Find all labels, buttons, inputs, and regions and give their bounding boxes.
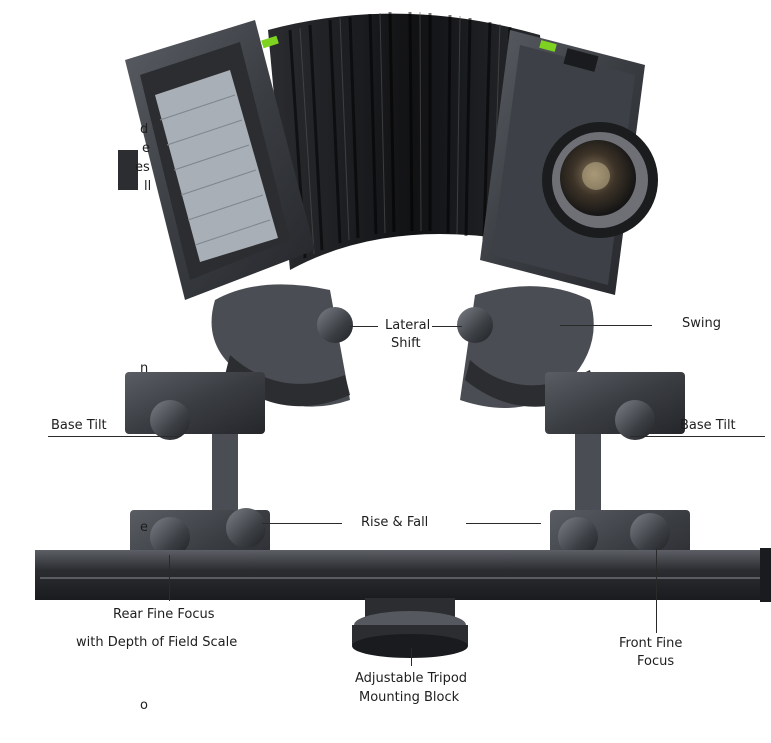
- front-standard: [480, 30, 658, 295]
- tripod-block: [352, 598, 468, 658]
- rise-fall-leader-left: [262, 523, 342, 524]
- label-tripod-1: Adjustable Tripod: [355, 671, 468, 686]
- label-rise-fall: Rise & Fall: [361, 515, 429, 530]
- lens: [542, 122, 658, 238]
- front-focus-leader: [656, 548, 657, 633]
- label-rear-focus-2: with Depth of Field Scale: [76, 635, 238, 650]
- label-rear-focus-1: Rear Fine Focus: [113, 607, 215, 622]
- label-lateral-shift-2: Shift: [391, 336, 421, 351]
- label-base-tilt-right: Base Tilt: [680, 418, 736, 433]
- label-front-focus-1: Front Fine: [619, 636, 683, 651]
- label-swing: Swing: [682, 316, 721, 331]
- monorail: [35, 548, 771, 602]
- label-lateral-shift-1: Lateral: [385, 318, 431, 333]
- label-base-tilt-left: Base Tilt: [51, 418, 107, 433]
- edge-text-fragment: o: [140, 698, 148, 713]
- lateral-shift-leader-left: [350, 326, 378, 327]
- swing-leader: [560, 325, 652, 326]
- label-front-focus-2: Focus: [637, 654, 675, 669]
- tripod-leader: [411, 648, 412, 666]
- edge-text-fragment: d: [140, 122, 149, 137]
- base-tilt-right-leader: [630, 436, 765, 437]
- rise-fall-leader-right: [466, 523, 541, 524]
- rear-standard: [118, 20, 315, 300]
- edge-text-fragment: e: [140, 520, 148, 535]
- edge-text-fragment: es: [135, 160, 150, 175]
- base-tilt-left-leader: [48, 436, 178, 437]
- edge-text-fragment: n: [140, 361, 149, 376]
- rear-focus-leader: [169, 555, 170, 601]
- edge-text-fragment: ll: [144, 179, 152, 194]
- edge-text-fragment: e: [142, 141, 150, 156]
- label-tripod-2: Mounting Block: [359, 690, 460, 705]
- lateral-shift-leader-right: [432, 326, 462, 327]
